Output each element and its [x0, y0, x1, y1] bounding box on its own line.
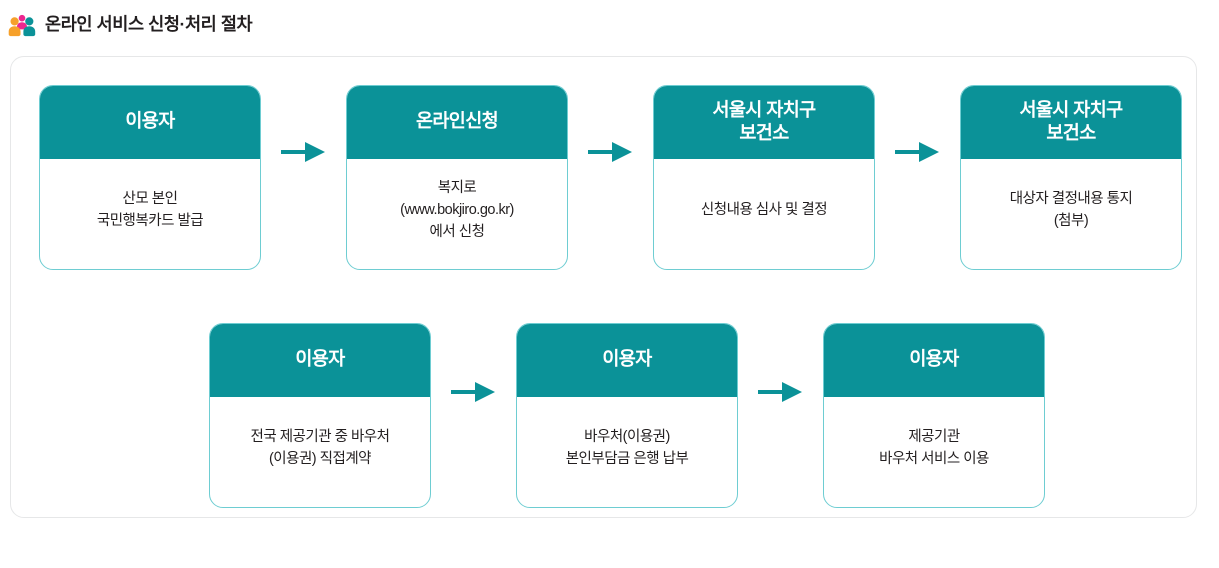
flow-row-1: 이용자 산모 본인 국민행복카드 발급 온라인신청 복지로 (www.bokji… [39, 85, 1182, 270]
step-box-4: 서울시 자치구 보건소 대상자 결정내용 통지 (첨부) [960, 85, 1182, 270]
step-2-body: 복지로 (www.bokjiro.go.kr) 에서 신청 [400, 180, 514, 240]
arrow-right-icon [894, 141, 939, 162]
step-6-body: 바우처(이용권) 본인부담금 은행 납부 [565, 429, 689, 467]
arrow-2-to-3 [568, 85, 653, 270]
step-2-header: 온라인신청 [347, 86, 567, 159]
step-6-header: 이용자 [517, 324, 737, 397]
step-box-3: 서울시 자치구 보건소 신청내용 심사 및 결정 [653, 85, 875, 270]
step-4-body: 대상자 결정내용 통지 (첨부) [1009, 191, 1133, 229]
arrow-right-icon [450, 381, 495, 402]
step-box-7: 이용자 제공기관 바우처 서비스 이용 [823, 323, 1045, 508]
arrow-right-icon [757, 381, 802, 402]
step-1-body: 산모 본인 국민행복카드 발급 [96, 191, 204, 229]
step-box-2: 온라인신청 복지로 (www.bokjiro.go.kr) 에서 신청 [346, 85, 568, 270]
three-people-icon [8, 14, 36, 37]
step-3-header: 서울시 자치구 보건소 [654, 86, 874, 159]
arrow-right-icon [587, 141, 632, 162]
step-3-body: 신청내용 심사 및 결정 [700, 201, 828, 218]
arrow-1-to-2 [261, 85, 346, 270]
step-box-6: 이용자 바우처(이용권) 본인부담금 은행 납부 [516, 323, 738, 508]
page-header: 온라인 서비스 신청·처리 절차 [8, 8, 253, 42]
step-5-body: 전국 제공기관 중 바우처 (이용권) 직접계약 [250, 429, 391, 467]
flow-diagram-frame: 이용자 산모 본인 국민행복카드 발급 온라인신청 복지로 (www.bokji… [10, 56, 1197, 518]
step-7-header: 이용자 [824, 324, 1044, 397]
arrow-5-to-6 [431, 323, 516, 508]
step-7-body: 제공기관 바우처 서비스 이용 [879, 429, 989, 467]
flow-row-2: 이용자 전국 제공기관 중 바우처 (이용권) 직접계약 이용자 바우처(이용권… [209, 323, 1045, 508]
arrow-right-icon [280, 141, 325, 162]
step-4-header: 서울시 자치구 보건소 [961, 86, 1181, 159]
page-title: 온라인 서비스 신청·처리 절차 [45, 14, 253, 35]
step-1-header: 이용자 [40, 86, 260, 159]
arrow-6-to-7 [738, 323, 823, 508]
arrow-3-to-4 [875, 85, 960, 270]
step-box-5: 이용자 전국 제공기관 중 바우처 (이용권) 직접계약 [209, 323, 431, 508]
step-5-header: 이용자 [210, 324, 430, 397]
step-box-1: 이용자 산모 본인 국민행복카드 발급 [39, 85, 261, 270]
